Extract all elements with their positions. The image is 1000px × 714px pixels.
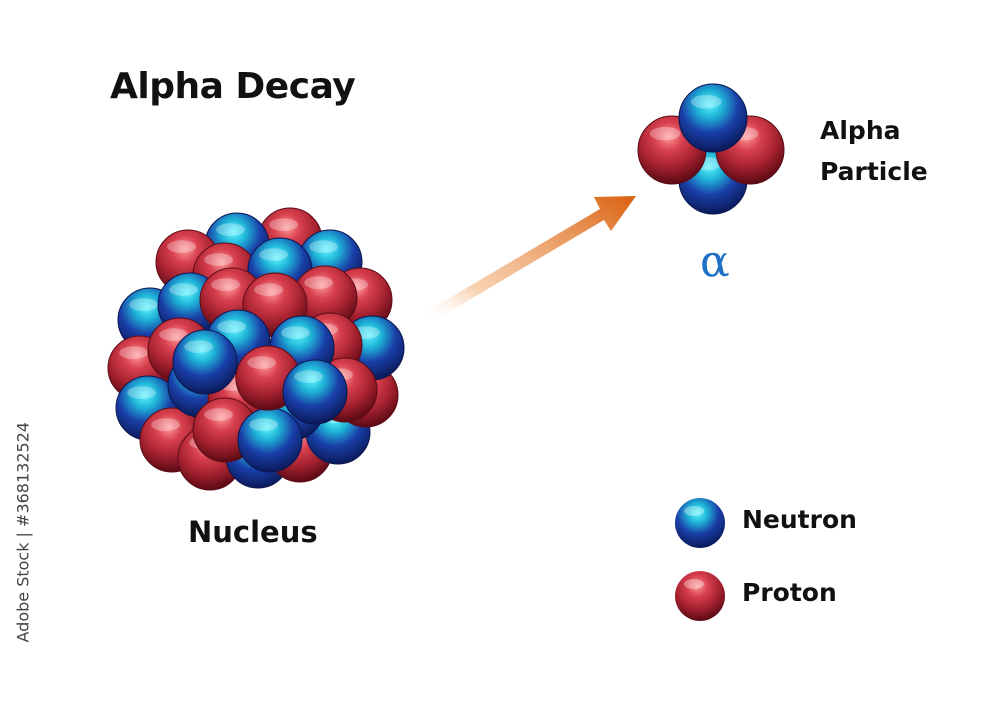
alpha-particle: [637, 83, 785, 215]
sphere-highlight: [217, 320, 247, 334]
sphere-highlight: [211, 278, 241, 292]
nucleus-label: Nucleus: [188, 515, 318, 549]
sphere-highlight: [127, 386, 156, 400]
emission-arrow: [426, 196, 636, 322]
sphere-highlight: [184, 340, 214, 354]
legend-proton-icon: [675, 571, 725, 621]
neutron-sphere: [172, 329, 238, 395]
sphere-highlight: [249, 418, 278, 432]
sphere-highlight: [151, 418, 181, 432]
neutron-sphere: [237, 407, 303, 473]
sphere-highlight: [294, 370, 323, 384]
legend-neutron-icon: [675, 498, 725, 548]
alpha-particle-label: Alpha Particle: [820, 110, 928, 192]
alpha-particle-label-line2: Particle: [820, 157, 928, 186]
sphere-highlight: [119, 346, 148, 360]
legend: [675, 498, 725, 621]
alpha-symbol: α: [700, 236, 730, 287]
sphere-highlight: [204, 408, 234, 422]
stock-watermark-id: Adobe Stock | #368132524: [13, 421, 33, 643]
sphere-highlight: [129, 298, 159, 312]
sphere-highlight: [259, 248, 288, 262]
sphere-highlight: [254, 283, 283, 297]
nucleus-cluster: [107, 207, 405, 491]
sphere-highlight: [690, 94, 722, 109]
legend-proton-label: Proton: [742, 578, 837, 607]
sphere-highlight: [304, 276, 333, 290]
sphere-highlight: [216, 223, 246, 237]
alpha-particle-label-line1: Alpha: [820, 116, 901, 145]
diagram-title: Alpha Decay: [110, 66, 356, 107]
sphere-highlight: [247, 356, 276, 370]
sphere-highlight: [159, 328, 189, 342]
sphere-highlight: [309, 240, 338, 254]
legend-neutron-label: Neutron: [742, 505, 857, 534]
sphere-highlight: [167, 240, 197, 254]
sphere-highlight: [649, 126, 681, 141]
sphere-highlight: [269, 218, 298, 232]
sphere-highlight: [204, 253, 234, 267]
neutron-sphere: [678, 83, 748, 153]
sphere-highlight: [169, 283, 199, 297]
sphere-highlight: [281, 326, 310, 340]
neutron-sphere: [282, 359, 348, 425]
